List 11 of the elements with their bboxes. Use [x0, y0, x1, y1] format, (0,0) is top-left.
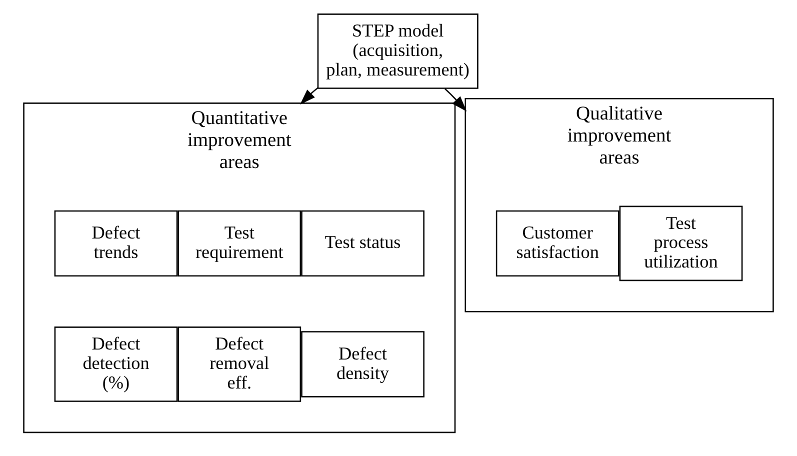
node-box: Defect trends	[54, 210, 178, 276]
node-box: Defect detection (%)	[54, 326, 178, 402]
arrow	[444, 88, 467, 111]
node-box: Test status	[301, 210, 424, 276]
node-box: Customer satisfaction	[496, 210, 620, 276]
node-box: STEP model (acquisition, plan, measurement)	[317, 13, 478, 88]
arrow	[300, 86, 318, 104]
node-box: Test requirement	[178, 210, 302, 276]
node-box: Test process utilization	[619, 205, 743, 281]
node-box: Defect density	[301, 330, 424, 397]
node-box: Defect removal eff.	[178, 326, 302, 402]
